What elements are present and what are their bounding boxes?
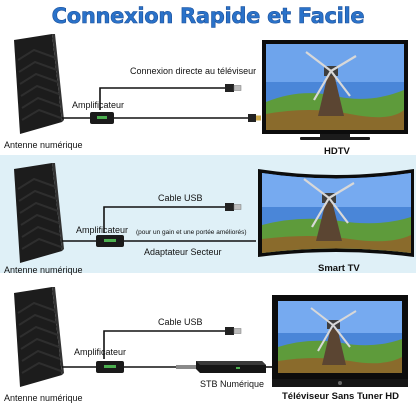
amplifier-label: Amplificateur [76,225,128,235]
antenna-label: Antenne numérique [4,265,83,275]
amplifier-icon [96,361,124,373]
amplifier-label: Amplificateur [74,347,126,357]
cable-label: Cable USB [158,193,203,203]
coax-plug-icon [248,114,261,122]
antenna-icon [14,34,64,134]
usb-plug-icon [225,327,241,335]
antenna-icon [14,287,64,387]
antenna-label: Antenne numérique [4,140,83,150]
panel-hdtv: Antenne numérique Amplificateur Connexio… [0,30,416,148]
tv-label: Smart TV [318,263,360,274]
panel-smart-tv: Antenne numérique Amplificateur Cable US… [0,155,416,273]
cable-label: Cable USB [158,317,203,327]
usb-plug-icon [225,203,241,211]
tv-icon [272,295,408,387]
tv-icon [262,40,408,140]
note-label: (pour un gain et une portée améliorés) [136,229,247,236]
stb-box-icon [176,361,266,373]
page-title: Connexion Rapide et Facile [0,4,416,28]
adapter-label: Adaptateur Secteur [144,247,222,257]
connection-label: Connexion directe au téléviseur [130,66,256,76]
stb-label: STB Numérique [200,379,264,389]
usb-plug-icon [225,84,241,92]
antenna-label: Antenne numérique [4,393,83,403]
amplifier-icon [96,235,124,247]
panel-tv-no-tuner: Antenne numérique Amplificateur Cable US… [0,281,416,399]
tv-label: Téléviseur Sans Tuner HD [282,391,399,402]
tv-icon [258,169,414,257]
antenna-icon [14,163,64,263]
amplifier-icon [90,112,114,124]
amplifier-label: Amplificateur [72,100,124,110]
